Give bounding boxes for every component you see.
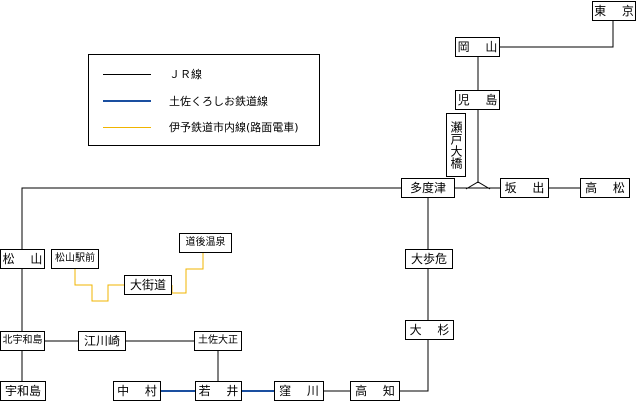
station-sakaide[interactable]: 坂 出 bbox=[500, 178, 549, 198]
iyo-line-ekimae-okaido bbox=[74, 269, 124, 302]
legend-label-iyo: 伊予鉄道市内線(路面電車) bbox=[169, 121, 299, 134]
station-matsuyama-ekimae[interactable]: 松山駅前 bbox=[51, 249, 99, 269]
legend-swatch-jr bbox=[103, 73, 151, 75]
station-kita-uwajima[interactable]: 北宇和島 bbox=[0, 331, 45, 351]
legend-row-tosa: 土佐くろしお鉄道線 bbox=[103, 94, 268, 108]
station-seto-ohashi[interactable]: 瀬戸大橋 bbox=[446, 113, 466, 177]
station-wakai[interactable]: 若 井 bbox=[195, 381, 242, 401]
jr-line-osugi-kochi bbox=[400, 340, 429, 392]
station-nakamura[interactable]: 中 村 bbox=[113, 381, 161, 401]
station-tadotsu[interactable]: 多度津 bbox=[401, 178, 455, 198]
legend-label-jr: ＪＲ線 bbox=[169, 68, 202, 81]
legend-row-iyo: 伊予鉄道市内線(路面電車) bbox=[103, 120, 299, 134]
station-tosa-taisho[interactable]: 土佐大正 bbox=[194, 331, 242, 351]
iyo-lines bbox=[74, 253, 204, 302]
legend-row-jr: ＪＲ線 bbox=[103, 67, 202, 81]
station-kochi[interactable]: 高 知 bbox=[350, 381, 400, 401]
station-tokyo[interactable]: 東 京 bbox=[592, 1, 636, 21]
iyo-line-okaido-dogo bbox=[171, 253, 204, 294]
jr-line-bridge-fork bbox=[465, 181, 491, 190]
station-kubokawa[interactable]: 窪 川 bbox=[274, 381, 324, 401]
station-uwajima[interactable]: 宇和島 bbox=[0, 381, 46, 401]
station-takamatsu[interactable]: 高 松 bbox=[580, 178, 630, 198]
jr-line-tokyo-okayama bbox=[500, 20, 614, 48]
station-okaido[interactable]: 大街道 bbox=[124, 275, 172, 295]
legend: ＪＲ線 土佐くろしお鉄道線 伊予鉄道市内線(路面電車) bbox=[88, 54, 320, 146]
station-kojima[interactable]: 児 島 bbox=[455, 90, 500, 110]
station-ekawasaki[interactable]: 江川崎 bbox=[78, 331, 126, 351]
station-matsuyama[interactable]: 松 山 bbox=[0, 249, 45, 269]
legend-swatch-iyo bbox=[103, 126, 151, 128]
legend-label-tosa: 土佐くろしお鉄道線 bbox=[169, 95, 268, 108]
station-osugi[interactable]: 大 杉 bbox=[405, 320, 454, 340]
station-okayama[interactable]: 岡 山 bbox=[455, 37, 500, 57]
legend-swatch-tosa bbox=[103, 100, 151, 102]
station-oboke[interactable]: 大歩危 bbox=[405, 249, 453, 269]
station-dogo-onsen[interactable]: 道後温泉 bbox=[179, 233, 232, 253]
jr-line-tadotsu-matsuyama bbox=[21, 187, 401, 249]
jr-lines bbox=[21, 20, 614, 392]
